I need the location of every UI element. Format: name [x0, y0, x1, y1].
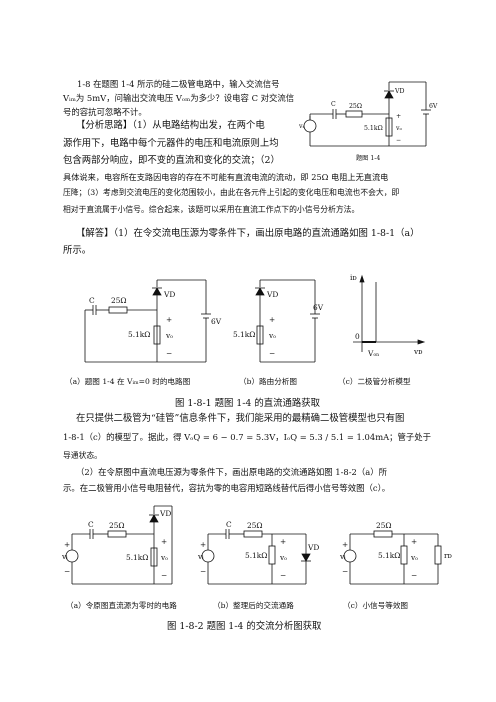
c1-vd-axis: vᴅ — [413, 347, 423, 356]
fig-1-8-2a-caption: （a）令原图直流源为零时的电路 — [66, 601, 177, 610]
fig-1-8-2b-circuit: C 25Ω 5.1kΩ VD vᵢ + − + vₒ − — [197, 520, 319, 585]
fig-r51-label: 5.1kΩ — [364, 125, 383, 132]
a1-plus: + — [166, 315, 172, 324]
fig-minus: − — [396, 137, 401, 144]
analysis-line-6: 相对于直流属于小信号。综合起来，该题可以采用在直流工作点下的小信号分析方法。 — [63, 205, 360, 214]
analysis-line-4: 具体说来，电容所在支路因电容的存在不可能有直流电流的流动，即 25Ω 电阻上无直… — [63, 172, 389, 182]
b1-6v-label: 6V — [313, 303, 324, 312]
fig-c-label: C — [331, 101, 336, 108]
c1-von: Vₒₙ — [367, 349, 379, 358]
c2-minus-src: − — [342, 567, 348, 576]
fig-1-8-1c-diode-model: iᴅ vᴅ 0 Vₒₙ — [350, 273, 426, 358]
a2-minus: − — [161, 571, 167, 580]
fig-6v-label: 6V — [429, 103, 438, 110]
b2-vd-label: VD — [307, 543, 319, 552]
fig-vi-label: vᵢ — [298, 123, 304, 130]
fig-1-8-1c-caption: （c）二极管分析模型 — [338, 377, 411, 386]
body2-line-1: 在只提供二极管为“硅管”信息条件下，我们能采用的最精确二极管模型也只有图 — [76, 413, 405, 424]
fig-1-8-1a-caption: （a）题图 1-4 在 Vᵢₘ=0 时的电路图 — [65, 377, 191, 386]
a2-minus-src: − — [64, 567, 70, 576]
c2-rd-label: rᴅ — [444, 551, 453, 560]
analysis-line-3: 包含两部分响应，即不变的直流和变化的交流；（2） — [63, 155, 280, 166]
fig-vd-label: VD — [394, 88, 404, 95]
a2-r25-label: 25Ω — [109, 521, 125, 530]
a1-vd-label: VD — [163, 290, 175, 299]
fig-caption: 题图 1-4 — [356, 155, 380, 162]
fig-plus: + — [396, 113, 401, 120]
c2-vi-label: vᵢ — [339, 552, 346, 561]
fig-1-8-1-title: 图 1-8-1 题图 1-4 的直流通路获取 — [175, 398, 320, 409]
b1-plus: + — [269, 315, 275, 324]
b2-plus: + — [280, 537, 286, 546]
b2-vo-label: vₒ — [279, 553, 287, 562]
b1-r51-label: 5.1kΩ — [233, 330, 255, 339]
a1-r25-label: 25Ω — [111, 296, 127, 305]
b2-vi-label: vᵢ — [197, 552, 204, 561]
a1-c-label: C — [89, 296, 95, 305]
problem-line-3: 号的容抗可忽略不计。 — [63, 107, 147, 117]
problem-line-1: 1-8 在题图 1-4 所示的硅二极管电路中，输入交流信号 — [77, 79, 280, 89]
fig-1-8-2c-circuit: 25Ω 5.1kΩ rᴅ vᵢ + − + vₒ − — [339, 521, 453, 585]
a2-vi-label: vᵢ — [61, 552, 68, 561]
analysis-line-1: 【分析思路】（1）从电路结构出发，在两个电 — [76, 120, 265, 131]
problem-line-2: Vᵢₘ为 5mV，问输出交流电压 Vₒₘ为多少？设电容 C 对交流信 — [63, 93, 295, 103]
fig-1-8-1b-circuit: VD 5.1kΩ 6V + vₒ − — [233, 279, 324, 363]
fig-r25-label: 25Ω — [349, 103, 362, 110]
a1-vo-label: vₒ — [165, 331, 173, 340]
fig-vo-label: vₒ — [395, 125, 402, 132]
body2-line-2: 1-8-1（c）的模型了。据此，得 VₒQ = 6 − 0.7 = 5.3V，I… — [63, 432, 432, 442]
b2-c-label: C — [226, 520, 232, 529]
body2-line-3: 导通状态。 — [63, 451, 102, 460]
fig-1-8-2b-caption: （b）整理后的交流通路 — [213, 601, 294, 610]
a1-r51-label: 5.1kΩ — [128, 330, 150, 339]
analysis-line-5: 压降；（3）考虑到交流电压的变化范围较小，由此在各元件上引起的变化电压和电流也不… — [63, 188, 400, 197]
a2-plus: + — [161, 537, 167, 546]
c2-vo-label: vₒ — [410, 553, 418, 562]
fig-1-8-2c-caption: （c）小信号等效图 — [343, 601, 409, 610]
a2-r51-label: 5.1kΩ — [126, 553, 148, 562]
b1-vo-label: vₒ — [268, 331, 276, 340]
fig-1-8-1a-circuit: VD C 25Ω 5.1kΩ 6V + vₒ − — [84, 279, 222, 363]
b1-vd-label: VD — [266, 290, 278, 299]
analysis-line-2: 源作用下，电路中每个元器件的电压和电流原则上均 — [63, 138, 279, 149]
b2-minus: − — [280, 571, 286, 580]
fig-1-8-1b-caption: （b）路由分析图 — [239, 377, 298, 386]
a1-6v-label: 6V — [211, 317, 222, 326]
a2-plus-src: + — [64, 540, 70, 549]
b2-minus-src: − — [200, 567, 206, 576]
body2-line-4: （2）在令原图中直流电压源为零条件下，画出原电路的交流通路如图 1-8-2（a）… — [76, 467, 388, 477]
answer-line-1: 【解答】（1）在令交流电压源为零条件下，画出原电路的直流通路如图 1-8-1（a… — [76, 228, 420, 239]
c2-r25-label: 25Ω — [376, 521, 392, 530]
c2-r51-label: 5.1kΩ — [378, 551, 400, 560]
c2-plus-src: + — [342, 540, 348, 549]
a1-minus: − — [166, 349, 172, 358]
answer-line-2: 所示。 — [63, 245, 92, 256]
body2-line-5: 示。在二极管用小信号电阻替代，容抗为零的电容用短路线替代后得小信号等效图（c）。 — [63, 483, 391, 493]
a2-vd-label: VD — [159, 509, 171, 518]
c2-minus: − — [411, 571, 417, 580]
fig-1-8-2-title: 图 1-8-2 题图 1-4 的交流分析图获取 — [167, 621, 322, 632]
a2-c-label: C — [88, 520, 94, 529]
fig-1-8-2a-circuit: VD C 25Ω 5.1kΩ vᵢ + − + vₒ − — [61, 505, 173, 585]
problem-figure-circuit: VD C 25Ω 5.1kΩ 6V + vₒ − vᵢ 题图 1-4 — [298, 81, 438, 162]
c1-zero: 0 — [355, 332, 360, 341]
c1-id-axis: iᴅ — [350, 273, 357, 282]
b2-r25-label: 25Ω — [247, 521, 263, 530]
b1-minus: − — [269, 349, 275, 358]
a2-vo-label: vₒ — [160, 553, 168, 562]
b2-plus-src: + — [200, 540, 206, 549]
b2-r51-label: 5.1kΩ — [245, 551, 267, 560]
c2-plus: + — [411, 537, 417, 546]
